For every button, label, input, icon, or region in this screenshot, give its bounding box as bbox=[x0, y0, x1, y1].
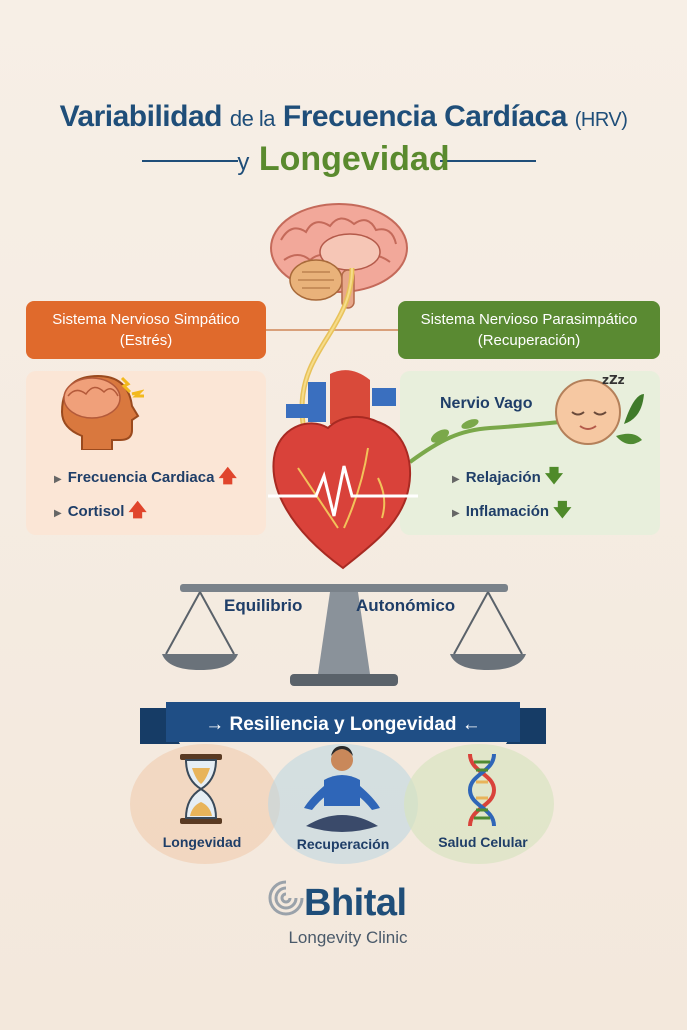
bhital-logo-icon bbox=[268, 880, 304, 916]
title-divider-right bbox=[440, 160, 536, 162]
arrow-left-icon: ← bbox=[461, 714, 481, 735]
meditation-icon bbox=[304, 746, 380, 832]
title-y: y bbox=[237, 149, 250, 176]
title-longevidad: Longevidad bbox=[258, 140, 450, 178]
page-subtitle: y Longevidad bbox=[0, 140, 687, 179]
sympathetic-bullet-heart-rate: ▶Frecuencia Cardiaca🡅 bbox=[54, 466, 237, 486]
sympathetic-title: Sistema Nervioso Simpático bbox=[52, 311, 240, 328]
svg-text:zZz: zZz bbox=[602, 373, 625, 387]
parasympathetic-bullet-relaxation: ▶Relajación🡇 bbox=[452, 466, 564, 486]
sympathetic-bullet-cortisol: ▶Cortisol🡅 bbox=[54, 500, 147, 520]
page-title: Variabilidad de la Frecuencia Cardíaca (… bbox=[0, 100, 687, 134]
benefit-label-longevity: Longevidad bbox=[162, 834, 242, 850]
banner-ribbon bbox=[140, 702, 546, 744]
arrow-down-icon: 🡇 bbox=[544, 466, 564, 486]
stressed-head-icon bbox=[60, 374, 144, 450]
heart-icon bbox=[268, 370, 418, 570]
balance-scale-icon bbox=[162, 584, 526, 686]
vagus-nerve-label: Nervio Vago bbox=[440, 395, 533, 412]
vagus-nerve-vine bbox=[410, 419, 561, 464]
parasympathetic-bullet-inflammation: ▶Inflamación🡇 bbox=[452, 500, 572, 520]
arrow-right-icon: → bbox=[205, 714, 225, 735]
title-de-la: de la bbox=[229, 106, 276, 131]
arrow-up-icon: 🡅 bbox=[128, 500, 147, 520]
parasympathetic-header: Sistema Nervioso Parasimpático (Recupera… bbox=[398, 301, 660, 359]
balance-label-right: Autonómico bbox=[356, 596, 456, 615]
brain-icon bbox=[270, 203, 408, 309]
sympathetic-subtitle: (Estrés) bbox=[119, 332, 173, 349]
dna-icon bbox=[467, 753, 497, 827]
parasympathetic-title: Sistema Nervioso Parasimpático bbox=[420, 311, 638, 328]
brand-tagline: Longevity Clinic bbox=[288, 928, 408, 947]
arrow-up-icon: 🡅 bbox=[218, 466, 237, 486]
parasympathetic-subtitle: (Recuperación) bbox=[477, 332, 581, 349]
relaxed-face-icon: zZz bbox=[555, 373, 644, 445]
brand-name: Bhital bbox=[304, 882, 407, 924]
benefit-label-recovery: Recuperación bbox=[296, 836, 390, 852]
title-hrv: (HRV) bbox=[574, 109, 628, 131]
benefit-label-cellular: Salud Celular bbox=[438, 834, 528, 850]
banner: → Resiliencia y Longevidad ← bbox=[168, 707, 518, 743]
balance-label-left: Equilibrio bbox=[224, 596, 303, 615]
hourglass-icon bbox=[180, 754, 222, 824]
banner-text: Resiliencia y Longevidad bbox=[229, 714, 457, 735]
arrow-down-icon: 🡇 bbox=[553, 500, 572, 520]
title-variabilidad: Variabilidad bbox=[59, 100, 223, 133]
sympathetic-header: Sistema Nervioso Simpático (Estrés) bbox=[26, 301, 266, 359]
title-frecuencia: Frecuencia Cardíaca bbox=[282, 100, 567, 133]
title-divider-left bbox=[142, 160, 238, 162]
